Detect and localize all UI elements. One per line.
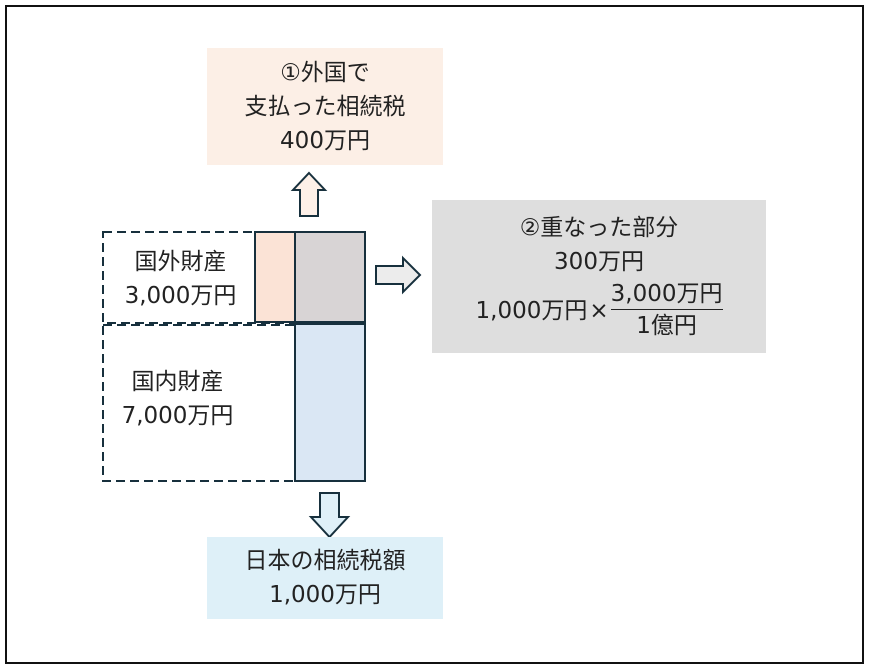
up-arrow-icon	[290, 171, 328, 217]
foreign-assets-amount: 3,000万円	[124, 283, 237, 309]
fraction-numerator: 3,000万円	[610, 279, 723, 310]
foreign-tax-box: ①外国で 支払った相続税 400万円	[207, 48, 443, 165]
japan-tax-amount: 1,000万円	[269, 582, 381, 608]
overlap-box: ②重なった部分 300万円 1,000万円 × 3,000万円 1億円	[432, 200, 766, 353]
fraction-denominator: 1億円	[636, 313, 697, 339]
domestic-assets-label: 国内財産 7,000万円	[105, 365, 250, 433]
foreign-tax-line2: 支払った相続税	[244, 93, 406, 120]
foreign-tax-amount: 400万円	[280, 127, 370, 154]
overlap-amount: 300万円	[554, 249, 644, 275]
japan-tax-label: 日本の相続税額	[244, 548, 406, 574]
overlap-formula: 1,000万円 × 3,000万円 1億円	[476, 279, 723, 342]
fraction: 3,000万円 1億円	[610, 279, 723, 342]
down-arrow-icon	[308, 492, 351, 539]
foreign-tax-line1: ①外国で	[280, 59, 370, 86]
foreign-assets-dashed-box	[102, 231, 366, 324]
domestic-assets-title: 国内財産	[131, 369, 224, 395]
right-arrow-icon	[375, 255, 422, 295]
outer-frame	[5, 5, 864, 664]
overlap-bar	[294, 231, 366, 323]
foreign-assets-label: 国外財産 3,000万円	[108, 245, 253, 313]
formula-left: 1,000万円	[475, 297, 588, 324]
foreign-tax-bar	[254, 231, 296, 323]
domestic-assets-amount: 7,000万円	[121, 403, 234, 429]
overlap-title: ②重なった部分	[519, 215, 679, 241]
japan-tax-box: 日本の相続税額 1,000万円	[207, 537, 443, 619]
times-sign: ×	[589, 297, 609, 324]
foreign-assets-title: 国外財産	[134, 249, 227, 275]
japan-tax-bar	[294, 323, 366, 482]
